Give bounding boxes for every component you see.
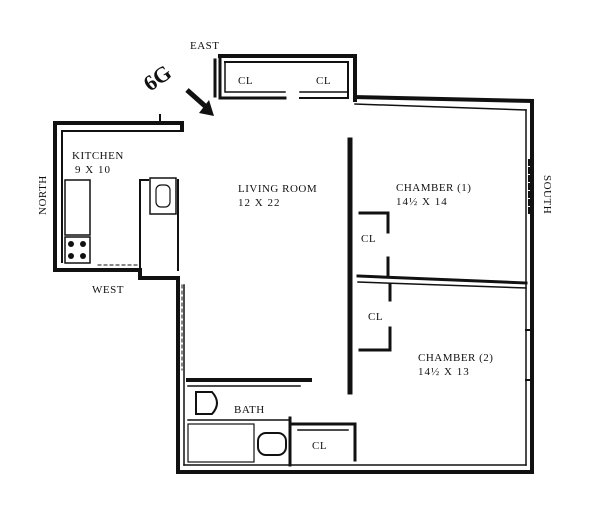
- closet-label: CL: [361, 233, 376, 245]
- stove-burner: [80, 241, 86, 247]
- stove-burner: [68, 241, 74, 247]
- stove-burner: [68, 253, 74, 259]
- chamber2-dims: 14½ X 13: [418, 366, 470, 378]
- kitchen-name: KITCHEN: [72, 150, 124, 162]
- stove: [64, 236, 91, 264]
- chamber1-name: CHAMBER (1): [396, 182, 471, 194]
- chamber2-name: CHAMBER (2): [418, 352, 493, 364]
- entry-arrow: [185, 88, 214, 116]
- closet-label: CL: [312, 440, 327, 452]
- living-room-dims: 12 X 22: [238, 197, 280, 209]
- closet-label: CL: [316, 75, 331, 87]
- bath-sink: [257, 432, 287, 456]
- bath-name: BATH: [234, 404, 265, 416]
- fixtures: [64, 177, 287, 463]
- closet-label: CL: [238, 75, 253, 87]
- closet-label: CL: [368, 311, 383, 323]
- toilet: [195, 391, 218, 415]
- compass-north: NORTH: [37, 175, 49, 215]
- chamber1-dims: 14½ X 14: [396, 196, 448, 208]
- compass-south: SOUTH: [541, 175, 553, 214]
- kitchen-dims: 9 X 10: [75, 164, 111, 176]
- interior-walls: [97, 137, 533, 467]
- kitchen-sink: [149, 177, 177, 215]
- bathtub: [187, 423, 255, 463]
- sink-basin: [155, 184, 171, 208]
- living-room-name: LIVING ROOM: [238, 183, 317, 195]
- unit-label: 6G: [139, 59, 176, 96]
- compass-east: EAST: [190, 40, 220, 52]
- stove-burner: [80, 253, 86, 259]
- kitchen-counter: [64, 179, 91, 236]
- outer-walls: [53, 54, 535, 474]
- compass-west: WEST: [92, 284, 124, 296]
